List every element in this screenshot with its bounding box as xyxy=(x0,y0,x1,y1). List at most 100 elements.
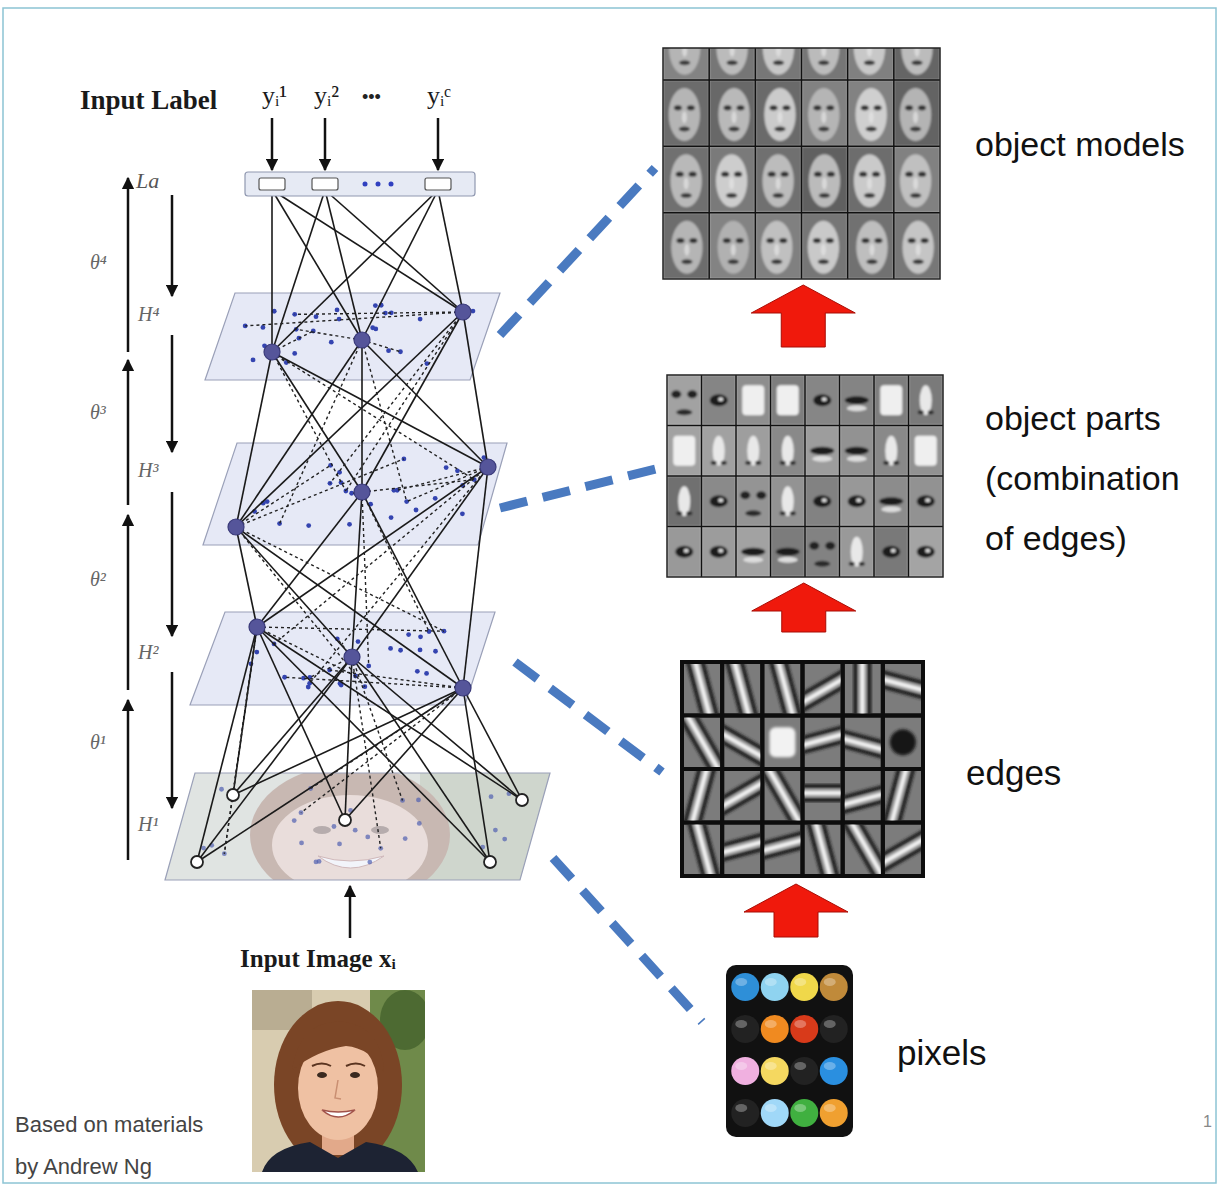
dark-stripe xyxy=(853,664,857,714)
face-model xyxy=(709,48,755,80)
object-part xyxy=(702,476,737,527)
label-slot: Based on materials by Andrew Ng xyxy=(15,1104,215,1186)
part-feature xyxy=(805,375,840,426)
stripe-set xyxy=(805,786,841,800)
part-feature xyxy=(805,426,840,477)
eye-shape xyxy=(676,172,684,177)
eye-shape xyxy=(813,495,831,507)
mouth-shape xyxy=(814,561,830,567)
part-ground xyxy=(667,375,702,426)
object-part xyxy=(805,476,840,527)
nose-shape xyxy=(730,48,735,57)
label-slot: θ² xyxy=(90,567,106,591)
mouth-shape xyxy=(913,259,924,264)
eye-shape xyxy=(825,542,835,550)
eye-shape xyxy=(859,172,867,177)
weight-line xyxy=(272,352,362,492)
part-feature xyxy=(736,476,771,527)
output-label: yᵢᶜ xyxy=(427,80,451,111)
object-part xyxy=(771,375,806,426)
light-patch xyxy=(915,436,937,466)
weight-line xyxy=(352,657,490,862)
flow-arrow xyxy=(271,118,274,170)
ellipsis-dot xyxy=(363,182,368,187)
face-model xyxy=(894,80,940,146)
dark-stripe xyxy=(852,825,881,875)
dotted-link xyxy=(301,688,463,813)
stripe-set xyxy=(768,664,800,714)
object-part xyxy=(702,426,737,477)
object-part xyxy=(771,426,806,477)
unit-dot xyxy=(417,821,422,826)
unit-dot xyxy=(251,357,256,362)
dark-stripe xyxy=(685,664,706,714)
dark-stripe xyxy=(724,731,760,767)
gabor-stripes xyxy=(885,771,916,821)
label-slot: object models xyxy=(975,124,1185,165)
leader-line xyxy=(500,168,655,335)
light-patch xyxy=(777,385,799,415)
part-feature xyxy=(702,426,737,477)
dark-stripe xyxy=(805,723,841,744)
light-patch xyxy=(673,436,695,466)
face-ground xyxy=(848,213,894,279)
face-ground xyxy=(663,48,709,80)
light-stripe xyxy=(805,791,841,796)
part-feature xyxy=(771,527,806,578)
weight-line xyxy=(272,190,463,312)
feature-panels xyxy=(663,14,944,1137)
feature-panel: pixels xyxy=(726,965,853,1137)
part-ground xyxy=(840,426,875,477)
part-feature xyxy=(736,375,771,426)
hidden-unit xyxy=(455,304,471,320)
dotted-link xyxy=(352,657,381,848)
face-model xyxy=(848,48,894,80)
unit-dot xyxy=(356,639,361,644)
stripe-set xyxy=(725,664,759,714)
eye-glint xyxy=(925,549,930,553)
unit-dot xyxy=(414,508,419,513)
eye-shape xyxy=(827,172,835,177)
flow-arrow xyxy=(171,195,174,296)
face-shape xyxy=(808,221,839,274)
part-ground xyxy=(702,527,737,578)
unit-dot xyxy=(502,837,507,842)
feature-panel: edges xyxy=(680,660,925,878)
object-part xyxy=(805,527,840,578)
object-part xyxy=(840,527,875,578)
level-label: object parts (combination of edges) xyxy=(985,388,1199,568)
dark-stripe xyxy=(805,784,841,788)
edge-filter xyxy=(684,664,720,714)
unit-dot xyxy=(415,669,420,674)
part-feature xyxy=(702,476,737,527)
eye-shape xyxy=(766,238,774,243)
unit-dot xyxy=(416,798,421,803)
mouth-shape xyxy=(679,60,690,65)
part-ground xyxy=(667,476,702,527)
stripe-set xyxy=(685,664,719,714)
lip-highlight xyxy=(778,557,798,563)
unit-dot xyxy=(389,515,394,520)
face-shape xyxy=(902,221,933,274)
grid-line xyxy=(663,146,940,148)
gabor-stripes xyxy=(684,771,717,821)
eye-shape xyxy=(770,105,778,110)
nostril xyxy=(790,511,796,515)
output-label: yᵢ¹ xyxy=(262,80,287,111)
nostril xyxy=(849,562,855,566)
dark-stripe xyxy=(845,825,880,875)
object-part xyxy=(736,527,771,578)
ellipsis-dot xyxy=(376,182,381,187)
hidden-unit xyxy=(344,649,360,665)
eye-shape xyxy=(882,546,900,558)
edge-filter xyxy=(805,718,841,768)
weight-line xyxy=(438,190,463,312)
label-slot: 1 xyxy=(1203,1112,1212,1131)
eye-shape xyxy=(874,238,882,243)
face-ground xyxy=(848,80,894,146)
eye-shape xyxy=(917,546,935,558)
eye-shape xyxy=(918,172,926,177)
weight-label: θ³ xyxy=(90,400,106,424)
part-ground xyxy=(771,527,806,578)
mouth-shape xyxy=(681,259,692,264)
